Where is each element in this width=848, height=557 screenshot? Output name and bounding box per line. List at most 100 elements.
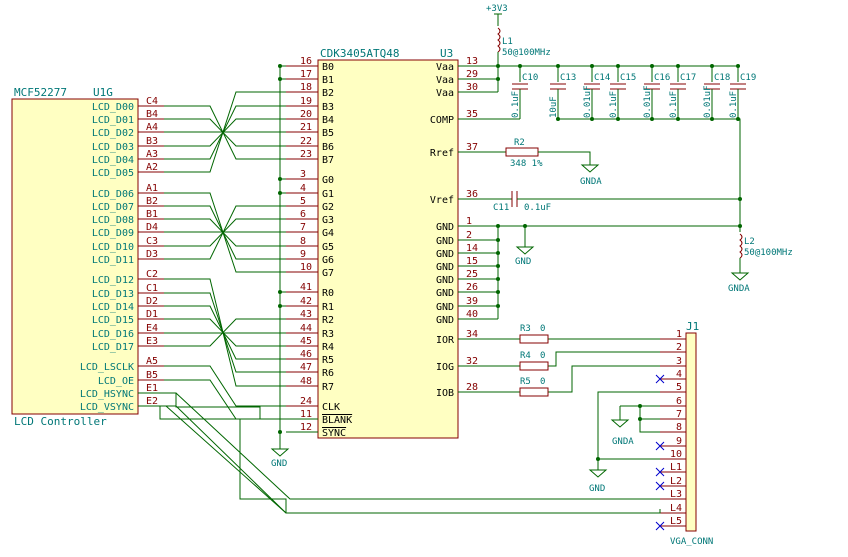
cap-value: 10uF bbox=[549, 96, 559, 118]
decoupling-capacitor bbox=[670, 83, 686, 90]
u3-left-pin-num: 19 bbox=[300, 96, 312, 107]
l1-ref: L1 bbox=[502, 37, 513, 47]
u1-pin-ball: A4 bbox=[146, 122, 158, 133]
u3-left-pin-num: 43 bbox=[300, 309, 312, 320]
lcd-bus-wire bbox=[164, 205, 286, 260]
u3-right-pin-name: COMP bbox=[430, 115, 454, 126]
j1-pin-num: 1 bbox=[676, 329, 682, 340]
u3-left-pin-name: B6 bbox=[322, 142, 334, 153]
u3-right-pin-name: GND bbox=[436, 222, 454, 233]
u1-pin-ball: A2 bbox=[146, 162, 158, 173]
u1-pin-name: LCD_D17 bbox=[92, 342, 134, 353]
u1-pin-ball: B4 bbox=[146, 109, 158, 120]
cap-value: 0.1uF bbox=[669, 91, 679, 118]
u3-right-pin-name: GND bbox=[436, 315, 454, 326]
u1-body bbox=[11, 98, 139, 415]
gnd-label-2: GND bbox=[589, 484, 605, 494]
u3-left-pin-num: 45 bbox=[300, 336, 312, 347]
r2-ref: R2 bbox=[514, 138, 525, 148]
u3-right-pin-num: 37 bbox=[466, 142, 478, 153]
u3-right-pin-num: 1 bbox=[466, 216, 472, 227]
u3-left-pin-num: 8 bbox=[300, 236, 306, 247]
cap-value: 0.1uF bbox=[511, 91, 521, 118]
u3-left-pin-name: B0 bbox=[322, 62, 334, 73]
lcd-bus-wire bbox=[164, 318, 286, 347]
j1-pin-num: L5 bbox=[670, 516, 682, 527]
u1-pin-ball: B2 bbox=[146, 196, 158, 207]
cap-ref: C15 bbox=[620, 73, 636, 83]
u3-right-pin-name: Rref bbox=[430, 148, 454, 159]
u1-pin-name: LCD_D00 bbox=[92, 102, 134, 113]
u1-pin-name: LCD_D01 bbox=[92, 115, 134, 126]
u1-pin-ball: C3 bbox=[146, 236, 158, 247]
u3-right-pin-name: Vaa bbox=[436, 75, 454, 86]
u3-left-pin-name: R2 bbox=[322, 315, 334, 326]
decoupling-capacitor bbox=[550, 83, 566, 90]
j1-value: VGA_CONN bbox=[670, 537, 713, 547]
lcd-bus-wire bbox=[164, 365, 286, 407]
r3-resistor bbox=[519, 334, 549, 344]
r3-value: 0 bbox=[540, 324, 545, 334]
u1-lcd-controller: MCF52277 U1G LCD Controller LCD_D00C4LCD… bbox=[11, 86, 164, 428]
l2-ref: L2 bbox=[744, 237, 755, 247]
cap-ref: C10 bbox=[522, 73, 538, 83]
u3-left-pin-num: 41 bbox=[300, 282, 312, 293]
u3-right-pin-num: 40 bbox=[466, 309, 478, 320]
u1-pin-ball: B5 bbox=[146, 370, 158, 381]
u3-right-pin-num: 34 bbox=[466, 329, 478, 340]
u3-left-pin-name: G4 bbox=[322, 228, 334, 239]
j1-pin-num: L1 bbox=[670, 462, 682, 473]
u3-left-pin-num: 5 bbox=[300, 196, 306, 207]
u3-right-pin-name: Vaa bbox=[436, 62, 454, 73]
cap-ref: C18 bbox=[714, 73, 730, 83]
u3-left-pin-name: R7 bbox=[322, 382, 334, 393]
j1-pin-num: L2 bbox=[670, 476, 682, 487]
u3-right-pin-num: 32 bbox=[466, 356, 478, 367]
u3-left-pin-name: G0 bbox=[322, 175, 334, 186]
u3-right-pin-num: 15 bbox=[466, 256, 478, 267]
cap-value: 0.01uF bbox=[583, 85, 593, 118]
u1-pin-name: LCD_HSYNC bbox=[80, 389, 134, 400]
u3-video-dac: CDK3405ATQ48 U3 16B017B118B219B320B421B5… bbox=[286, 47, 492, 439]
u3-right-pin-num: 28 bbox=[466, 382, 478, 393]
u3-left-pin-name: BLANK bbox=[322, 415, 352, 426]
u1-pin-ball: B1 bbox=[146, 209, 158, 220]
cap-value: 0.01uF bbox=[703, 85, 713, 118]
u3-right-pin-name: GND bbox=[436, 275, 454, 286]
cap-value: 0.01uF bbox=[643, 85, 653, 118]
u3-right-pin-num: 25 bbox=[466, 269, 478, 280]
u1-pin-ball: C4 bbox=[146, 96, 158, 107]
r5-value: 0 bbox=[540, 377, 545, 387]
u3-right-pin-num: 30 bbox=[466, 82, 478, 93]
u3-left-pin-num: 12 bbox=[300, 422, 312, 433]
cap-ref: C19 bbox=[740, 73, 756, 83]
r4-resistor bbox=[519, 361, 549, 371]
u3-left-pin-name: B4 bbox=[322, 115, 334, 126]
u3-left-pin-num: 17 bbox=[300, 69, 312, 80]
u3-left-pin-name: G5 bbox=[322, 242, 334, 253]
gnd-label-3: GND bbox=[271, 459, 287, 469]
u1-pin-ball: D4 bbox=[146, 222, 158, 233]
j1-ref: J1 bbox=[686, 320, 699, 333]
decoupling-capacitor bbox=[512, 83, 528, 90]
analog-section: +3V3 L1 50@100MHz C100.1uFC1310uFC140.01… bbox=[164, 4, 793, 547]
no-connect-marker bbox=[655, 374, 665, 384]
u1-pin-name: LCD_D13 bbox=[92, 289, 134, 300]
u1-pin-name: LCD_D11 bbox=[92, 255, 134, 266]
u3-left-pin-num: 48 bbox=[300, 376, 312, 387]
vcc-label: +3V3 bbox=[486, 4, 508, 14]
u3-right-pin-num: 36 bbox=[466, 189, 478, 200]
r5-ref: R5 bbox=[520, 377, 531, 387]
u3-left-pin-num: 23 bbox=[300, 149, 312, 160]
u3-left-pin-num: 16 bbox=[300, 56, 312, 67]
u3-left-pin-name: R3 bbox=[322, 329, 334, 340]
j1-pin-num: 6 bbox=[676, 396, 682, 407]
u3-left-pin-num: 6 bbox=[300, 209, 306, 220]
lcd-data-wires bbox=[164, 64, 286, 449]
u3-left-pin-name: SYNC bbox=[322, 428, 346, 439]
u3-left-pin-num: 9 bbox=[300, 249, 306, 260]
u1-pin-name: LCD_D02 bbox=[92, 128, 134, 139]
u3-left-pin-num: 10 bbox=[300, 262, 312, 273]
j1-pin-num: 5 bbox=[676, 382, 682, 393]
u3-left-pin-num: 21 bbox=[300, 122, 312, 133]
